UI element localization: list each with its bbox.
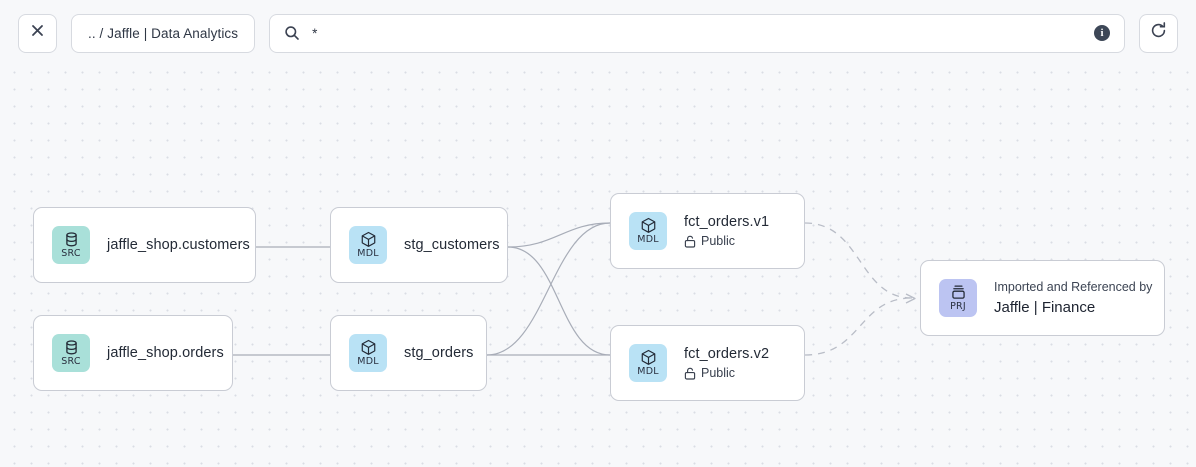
- unlock-icon: [684, 235, 696, 248]
- database-icon: [63, 339, 80, 356]
- edge-arrowhead: [905, 293, 916, 304]
- edge-stgcustomers-v1: [507, 222, 611, 248]
- edge-v1-project: [804, 222, 913, 299]
- node-badge-label: MDL: [357, 248, 379, 259]
- edge-v2-project: [804, 297, 913, 356]
- close-button[interactable]: [18, 13, 57, 53]
- graph-node-stg_orders[interactable]: MDL stg_orders: [330, 315, 487, 391]
- search-icon: [284, 25, 300, 41]
- node-badge-label: SRC: [61, 356, 81, 367]
- node-badge-mdl: MDL: [349, 334, 387, 372]
- cube-icon: [360, 339, 377, 356]
- cube-icon: [640, 349, 657, 366]
- info-icon[interactable]: i: [1094, 25, 1110, 41]
- node-badge-label: MDL: [637, 234, 659, 245]
- node-visibility: Public: [684, 233, 769, 250]
- project-icon: [950, 284, 967, 301]
- node-visibility-label: Public: [701, 365, 736, 380]
- node-title: Jaffle | Finance: [994, 298, 1096, 316]
- node-text: stg_orders: [404, 344, 474, 363]
- close-icon: [30, 23, 45, 43]
- node-text: fct_orders.v1 Public: [684, 213, 769, 250]
- node-title: fct_orders.v2: [684, 345, 770, 362]
- node-badge-src: SRC: [52, 334, 90, 372]
- refresh-icon: [1149, 21, 1168, 45]
- node-badge-src: SRC: [52, 226, 90, 264]
- node-badge-label: MDL: [357, 356, 379, 367]
- node-text: stg_customers: [404, 236, 500, 255]
- graph-node-fct_orders_v2[interactable]: MDL fct_orders.v2 Public: [610, 325, 805, 401]
- node-badge-mdl: MDL: [629, 344, 667, 382]
- cube-icon: [640, 217, 657, 234]
- node-badge-label: PRJ: [950, 301, 966, 312]
- edge-stgcustomers-v2: [507, 246, 611, 356]
- node-title: jaffle_shop.orders: [107, 344, 224, 361]
- node-text: jaffle_shop.orders: [107, 344, 224, 363]
- unlock-icon: [684, 367, 696, 380]
- node-visibility-label: Public: [701, 233, 736, 248]
- search-value: *: [312, 26, 318, 42]
- node-badge-prj: PRJ: [939, 279, 977, 317]
- node-badge-label: SRC: [61, 248, 81, 259]
- node-text: Imported and Referenced by Jaffle | Finan…: [994, 279, 1152, 318]
- graph-node-stg_customers[interactable]: MDL stg_customers: [330, 207, 508, 283]
- refresh-button[interactable]: [1139, 13, 1178, 53]
- node-text: fct_orders.v2 Public: [684, 345, 769, 382]
- cube-icon: [360, 231, 377, 248]
- node-title: fct_orders.v1: [684, 213, 770, 230]
- node-badge-label: MDL: [637, 366, 659, 377]
- node-badge-mdl: MDL: [629, 212, 667, 250]
- node-visibility: Public: [684, 365, 769, 382]
- graph-node-jaffle_shop_customers[interactable]: SRC jaffle_shop.customers: [33, 207, 256, 283]
- breadcrumb: .. / Jaffle | Data Analytics: [88, 25, 239, 41]
- graph-node-jaffle_shop_orders[interactable]: SRC jaffle_shop.orders: [33, 315, 233, 391]
- graph-canvas[interactable]: SRC jaffle_shop.customers SRC jaffle_shop.…: [0, 60, 1196, 467]
- breadcrumb-button[interactable]: .. / Jaffle | Data Analytics: [71, 13, 256, 53]
- toolbar: .. / Jaffle | Data Analytics * i: [0, 0, 1196, 66]
- graph-node-fct_orders_v1[interactable]: MDL fct_orders.v1 Public: [610, 193, 805, 269]
- node-title: stg_orders: [404, 344, 474, 361]
- node-title: jaffle_shop.customers: [107, 236, 250, 253]
- node-text: jaffle_shop.customers: [107, 236, 250, 255]
- database-icon: [63, 231, 80, 248]
- search-input[interactable]: * i: [269, 13, 1125, 53]
- node-badge-mdl: MDL: [349, 226, 387, 264]
- node-over-title: Imported and Referenced by: [994, 279, 1153, 294]
- node-title: stg_customers: [404, 236, 500, 253]
- graph-node-jaffle_finance[interactable]: PRJ Imported and Referenced by Jaffle | Fi…: [920, 260, 1165, 336]
